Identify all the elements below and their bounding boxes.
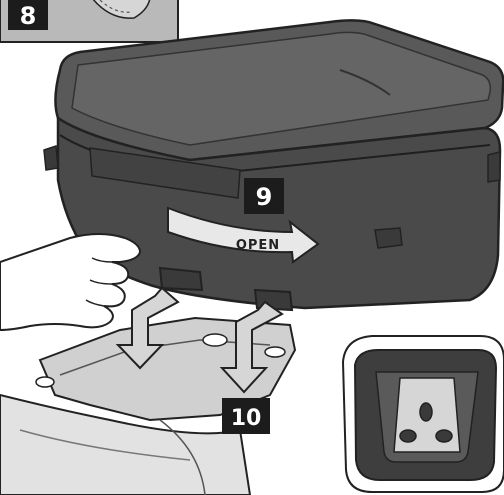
mount-detail-inset — [343, 336, 504, 492]
step-10-badge: 10 — [222, 398, 270, 434]
step-9-badge: 9 — [244, 178, 284, 214]
step-8-number: 8 — [20, 2, 37, 30]
hand-icon — [0, 234, 140, 330]
step-9-number: 9 — [256, 183, 273, 211]
open-arrow-label: OPEN — [236, 238, 280, 253]
step-8-panel: 8 — [0, 0, 178, 42]
step-10-number: 10 — [231, 406, 262, 431]
step-8-badge: 8 — [8, 0, 48, 30]
